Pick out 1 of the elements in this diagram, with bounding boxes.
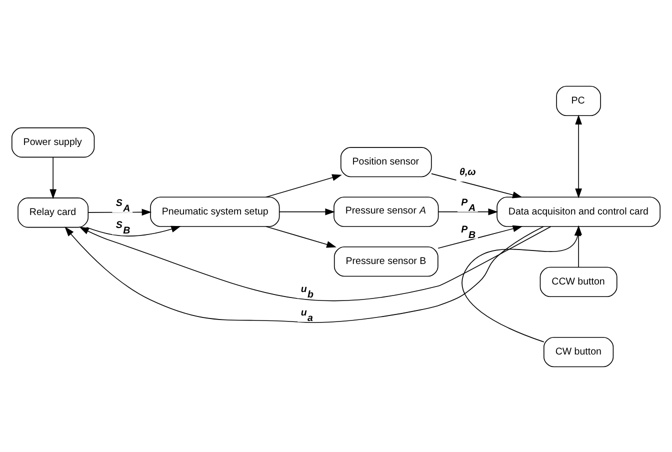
- edge-label: θ,ω: [460, 166, 476, 178]
